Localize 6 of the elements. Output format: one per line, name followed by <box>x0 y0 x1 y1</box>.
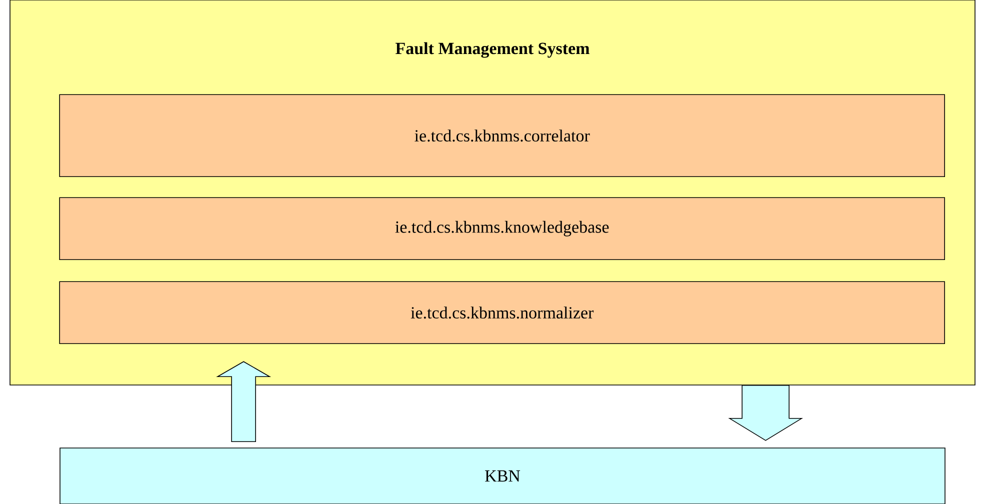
package-box: ie.tcd.cs.kbnms.knowledgebase <box>59 197 945 260</box>
package-box: ie.tcd.cs.kbnms.normalizer <box>59 281 945 344</box>
network-box: KBN <box>60 448 946 504</box>
block-arrow <box>728 385 804 441</box>
package-box: ie.tcd.cs.kbnms.correlator <box>59 94 945 177</box>
block-arrow <box>216 361 272 442</box>
